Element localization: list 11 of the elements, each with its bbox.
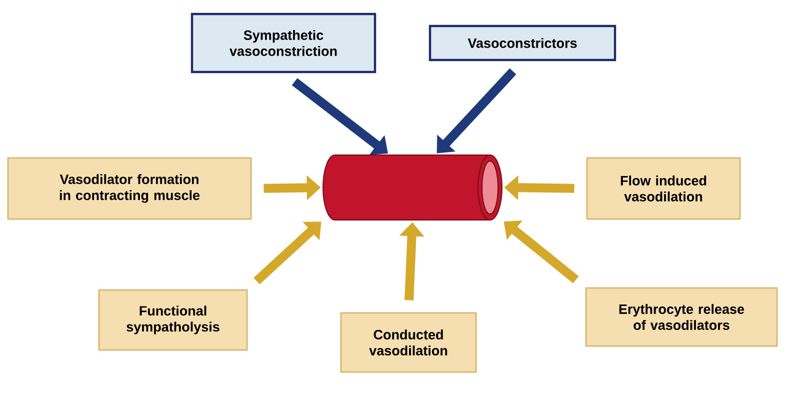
block-arrow <box>292 78 388 155</box>
dilator-box: Conducted vasodilation <box>340 312 477 373</box>
blood-vessel-drawing <box>322 154 502 220</box>
dilator-box: Functional sympatholysis <box>98 289 248 351</box>
block-arrow <box>254 222 322 284</box>
dilator-box: Vasodilator formation in contracting muscle <box>7 157 252 220</box>
constrictor-box: Sympathetic vasoconstriction <box>190 12 376 74</box>
constrictor-box: Vasoconstrictors <box>428 24 616 62</box>
dilator-box: Erythrocyte release of vasodilators <box>585 287 778 347</box>
block-arrow <box>436 68 516 154</box>
dilator-box: Flow induced vasodilation <box>586 157 741 220</box>
